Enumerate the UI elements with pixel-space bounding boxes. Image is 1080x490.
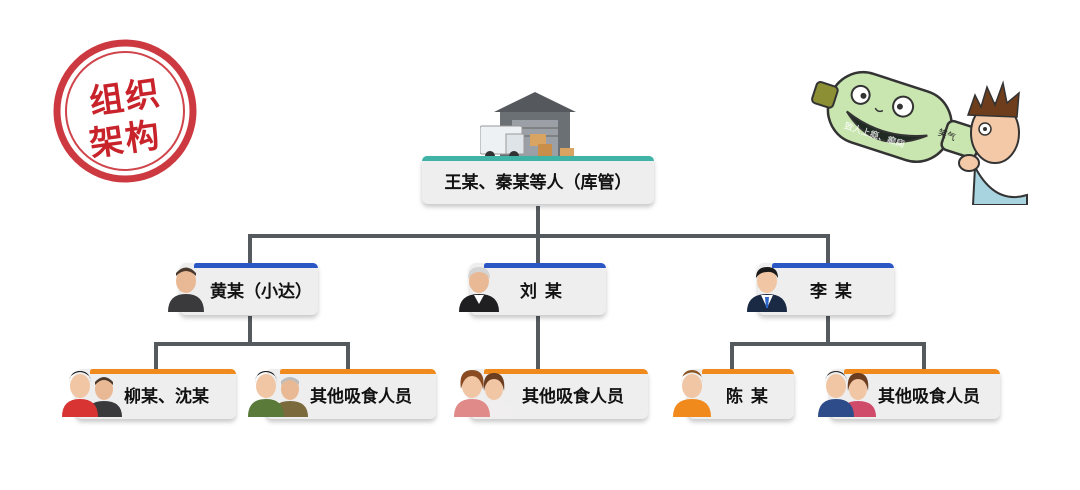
root-node: 王某、秦某等人（库管） [422,156,654,204]
connector-li-down [826,316,830,344]
node-others-1-label: 其他吸食人员 [310,386,412,407]
connector-drop-chen [730,342,734,370]
connector-drop-li [826,234,830,264]
businessman-avatar-icon [744,264,790,312]
connector-drop-liu [536,234,540,264]
old-man-avatar-icon [456,264,502,312]
node-huang-label: 黄某（小达） [210,281,312,302]
connector-root-down [536,206,540,236]
two-people-icon [60,367,124,417]
connector-drop-liushen [154,342,158,370]
connector-drop-others3 [922,342,926,370]
man-avatar-icon [164,264,208,312]
root-label: 王某、秦某等人（库管） [444,172,632,193]
node-others-3-label: 其他吸食人员 [878,386,980,407]
warehouse-icon [479,90,590,162]
node-chen-label: 陈 某 [726,386,769,407]
person-avatar-icon [670,367,714,417]
organization-stamp: 组织 架构 [50,36,200,186]
connector-drop-others1 [346,342,350,370]
nitrous-oxide-cartoon: 致人上瘾、癫痫 笑气 [805,55,1035,206]
node-liu-label: 刘 某 [520,281,563,302]
node-li-label: 李 某 [810,281,853,302]
connector-huang-horizontal [154,342,350,346]
node-others-2-label: 其他吸食人员 [522,386,624,407]
node-liu-shen-label: 柳某、沈某 [124,386,209,407]
connector-liu-down [536,316,540,370]
connector-huang-down [248,316,252,344]
connector-drop-huang [248,234,252,264]
node-li: 李 某 [758,263,894,315]
couple-avatar-icon [452,367,514,417]
connector-li-horizontal [730,342,926,346]
group-avatar-icon [246,367,312,417]
couple-avatar-icon-2 [816,367,878,417]
node-huang: 黄某（小达） [180,263,318,315]
